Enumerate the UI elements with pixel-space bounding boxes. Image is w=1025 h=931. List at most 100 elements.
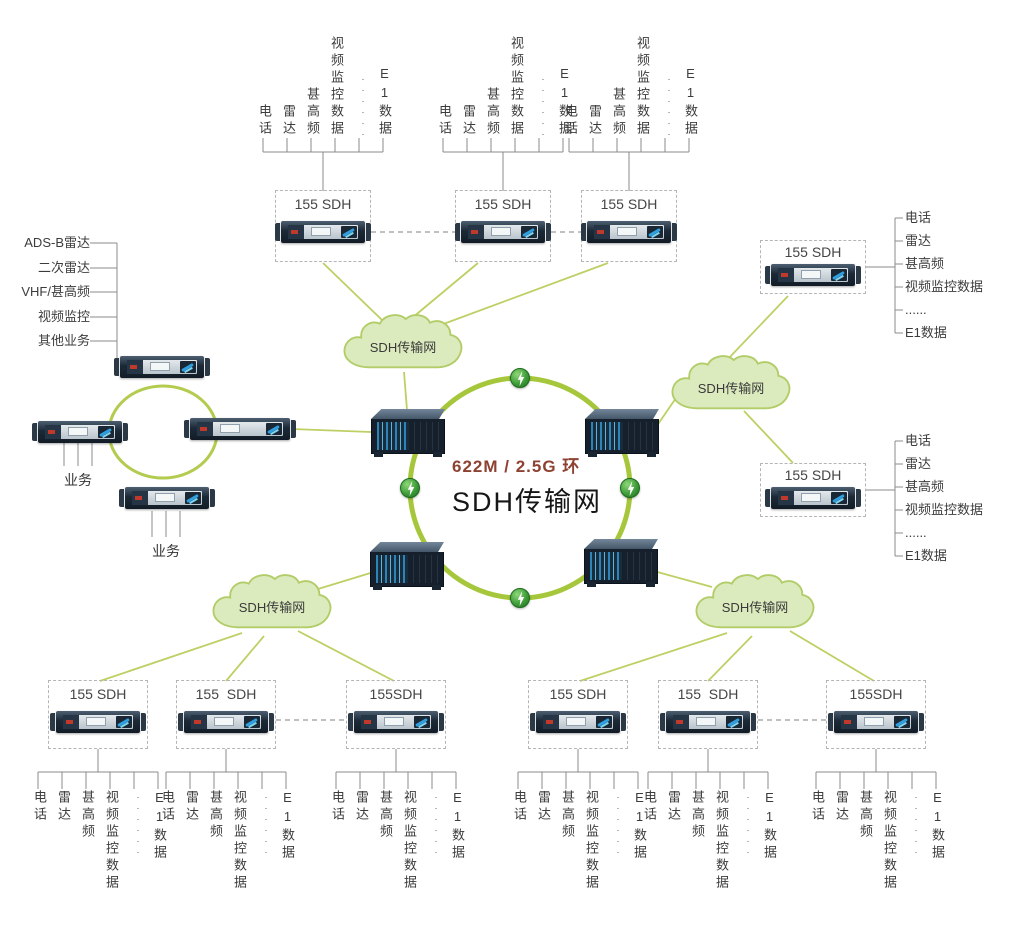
service-label: 电话 [437,104,452,138]
service-label: ...... [911,790,921,856]
service-label: 电话 [905,210,932,225]
device-led [200,427,207,431]
service-labels-top-2: 电话雷达甚高频视频监控数据......E1数据 [432,30,574,138]
node-label: 155 SDH [549,686,607,702]
service-label: 甚高频 [485,87,500,138]
service-label: 视频监控数据 [635,36,650,138]
service-label: 甚高频 [905,479,945,494]
service-label: 视频监控数据 [232,790,247,892]
service-label: E1数据 [557,66,572,138]
device-display [68,427,88,436]
device-slots [628,422,654,450]
ring-device-sw [370,542,444,590]
device-swoosh-logo [894,716,910,728]
sdh-node-right-1: 155 SDH [760,240,866,294]
node-label: 155 SDH [784,467,842,483]
node-label: 155SDH [849,686,903,702]
service-label: E1数据 [632,790,647,862]
left-site-device-top [114,356,210,378]
service-label: 电话 [642,790,657,824]
ring-device-nw [371,409,445,457]
service-label: ...... [261,790,271,856]
service-label: 雷达 [184,790,199,824]
sdh-node-top-1: 155 SDH [275,190,371,262]
service-labels-bottom-5: 电话雷达甚高频视频监控数据......E1数据 [637,790,779,910]
device-led [597,230,604,234]
service-labels-bottom-2: 电话雷达甚高频视频监控数据......E1数据 [155,790,297,910]
service-labels-top-3: 电话雷达甚高频视频监控数据......E1数据 [558,30,700,138]
service-label: 电话 [32,790,47,824]
service-label: ...... [905,525,927,540]
device-slots [627,552,653,580]
service-labels-right-2: 电话雷达甚高频视频监控数据......E1数据 [905,429,1021,567]
device-swoosh-logo [831,492,847,504]
service-label: 电话 [563,104,578,138]
device-display [864,717,884,726]
device-swoosh-logo [414,716,430,728]
cloud-right: SDH传输网 [666,352,796,420]
service-label: ...... [905,302,927,317]
device-display [384,717,404,726]
cloud-label: SDH传输网 [721,600,789,615]
business-label-bottom: 业务 [152,543,180,559]
service-label: 视频监控数据 [882,790,897,892]
device-led [291,230,298,234]
service-label: E1数据 [683,66,698,138]
device-swoosh-logo [521,226,537,238]
device-led [66,720,73,724]
service-labels-bottom-4: 电话雷达甚高频视频监控数据......E1数据 [507,790,649,910]
left-service-label: VHF/甚高频 [21,284,90,299]
device-display [566,717,586,726]
device-slots [414,422,440,450]
device-display [214,717,234,726]
sdh-device-image [530,711,626,733]
node-label: 155 SDH [69,686,127,702]
sdh-node-right-2: 155 SDH [760,463,866,517]
sdh-device-image [275,221,371,243]
service-labels-top-1: 电话雷达甚高频视频监控数据......E1数据 [252,30,394,138]
service-label: 雷达 [905,233,932,248]
sdh-node-bottom-2: 155 SDH [176,680,276,749]
device-led [781,273,788,277]
service-label: 视频监控数据 [509,36,524,138]
cloud-shape [695,574,815,629]
service-label: 视频监控数据 [104,790,119,892]
device-display [617,227,637,236]
device-swoosh-logo [266,423,282,435]
node-label: 155 SDH [294,196,352,212]
service-label: 甚高频 [208,790,223,841]
device-led [471,230,478,234]
device-led [135,496,142,500]
service-label: 甚高频 [560,790,575,841]
lightning-icon [620,478,640,498]
service-label: ...... [431,790,441,856]
device-swoosh-logo [98,426,114,438]
device-front-face [584,549,658,587]
service-label: 视频监控数据 [584,790,599,892]
device-led [781,496,788,500]
service-label: E1数据 [377,66,392,138]
sdh-device-image [581,221,677,243]
service-label: 雷达 [587,104,602,138]
cloud-top: SDH传输网 [338,311,468,379]
service-label: 甚高频 [80,790,95,841]
service-label: 甚高频 [905,256,945,271]
sdh-device-image [50,711,146,733]
service-label: 视频监控数据 [905,502,984,517]
device-front-face [585,419,659,457]
service-label: E1数据 [905,325,947,340]
device-led [194,720,201,724]
ring-capacity-label: 622M / 2.5G 环 [452,457,581,476]
device-swoosh-logo [596,716,612,728]
service-label: 视频监控数据 [329,36,344,138]
service-label: E1数据 [450,790,465,862]
service-label: 电话 [905,433,932,448]
sdh-node-bottom-6: 155SDH [826,680,926,749]
device-swoosh-logo [180,361,196,373]
lightning-icon [510,368,530,388]
service-label: 电话 [810,790,825,824]
cloud-shape [671,355,791,410]
device-display [696,717,716,726]
device-swoosh-logo [831,269,847,281]
device-display [150,362,170,371]
